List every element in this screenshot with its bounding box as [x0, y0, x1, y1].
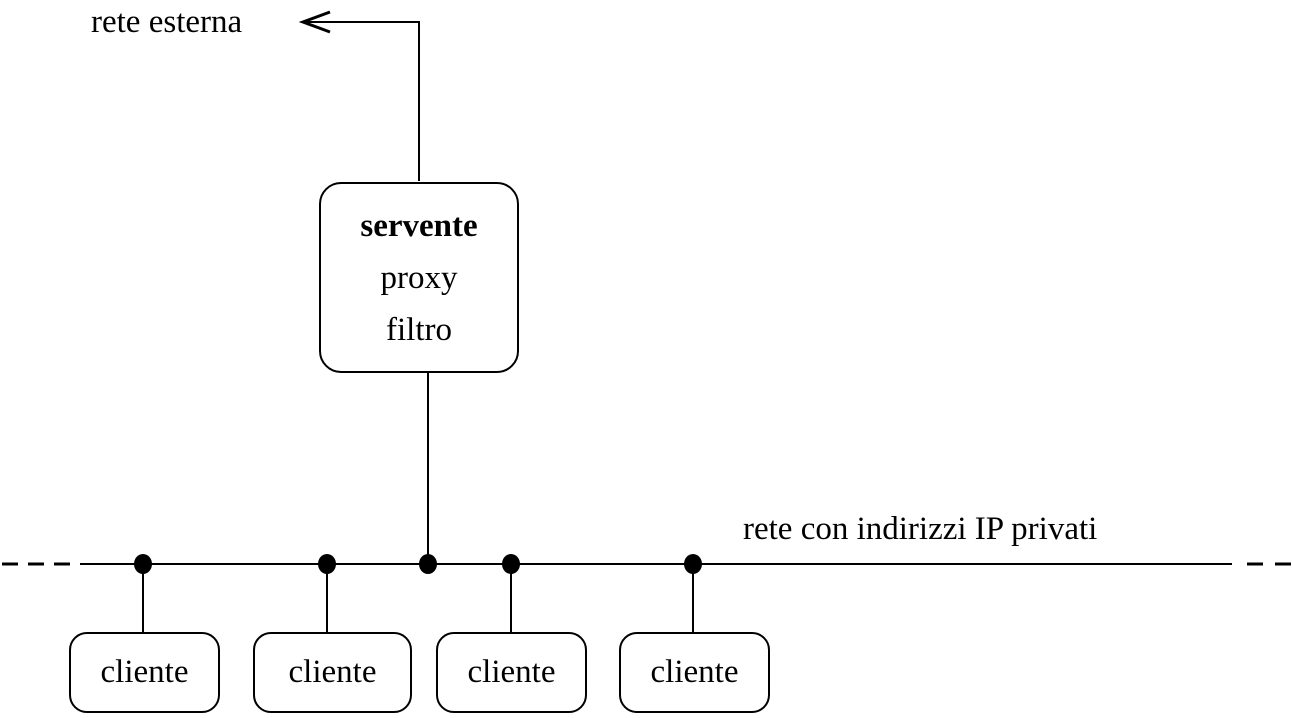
external-network-label: rete esterna	[91, 4, 243, 40]
client-box-3: cliente	[436, 632, 587, 713]
bus-node-dot-3	[502, 554, 520, 574]
client-box-label: cliente	[100, 654, 189, 690]
client-box-2: cliente	[253, 632, 412, 713]
bus-node-dot-server	[419, 554, 437, 574]
server-proxy-box: servente proxy filtro	[319, 182, 519, 373]
bus-node-dot-4	[684, 554, 702, 574]
bus-node-dot-2	[318, 554, 336, 574]
private-network-label: rete con indirizzi IP privati	[743, 511, 1098, 547]
client-box-4: cliente	[619, 632, 770, 713]
arrowhead-left-icon	[298, 10, 331, 34]
server-box-title: servente	[360, 207, 478, 244]
client-box-label: cliente	[288, 654, 377, 690]
server-box-line-proxy: proxy	[380, 259, 458, 296]
client-box-label: cliente	[650, 654, 739, 690]
external-network-connector-line	[305, 21, 420, 181]
bus-node-dot-1	[134, 554, 152, 574]
client-box-1: cliente	[69, 632, 220, 713]
server-box-line-filtro: filtro	[386, 311, 452, 348]
client-box-label: cliente	[467, 654, 556, 690]
